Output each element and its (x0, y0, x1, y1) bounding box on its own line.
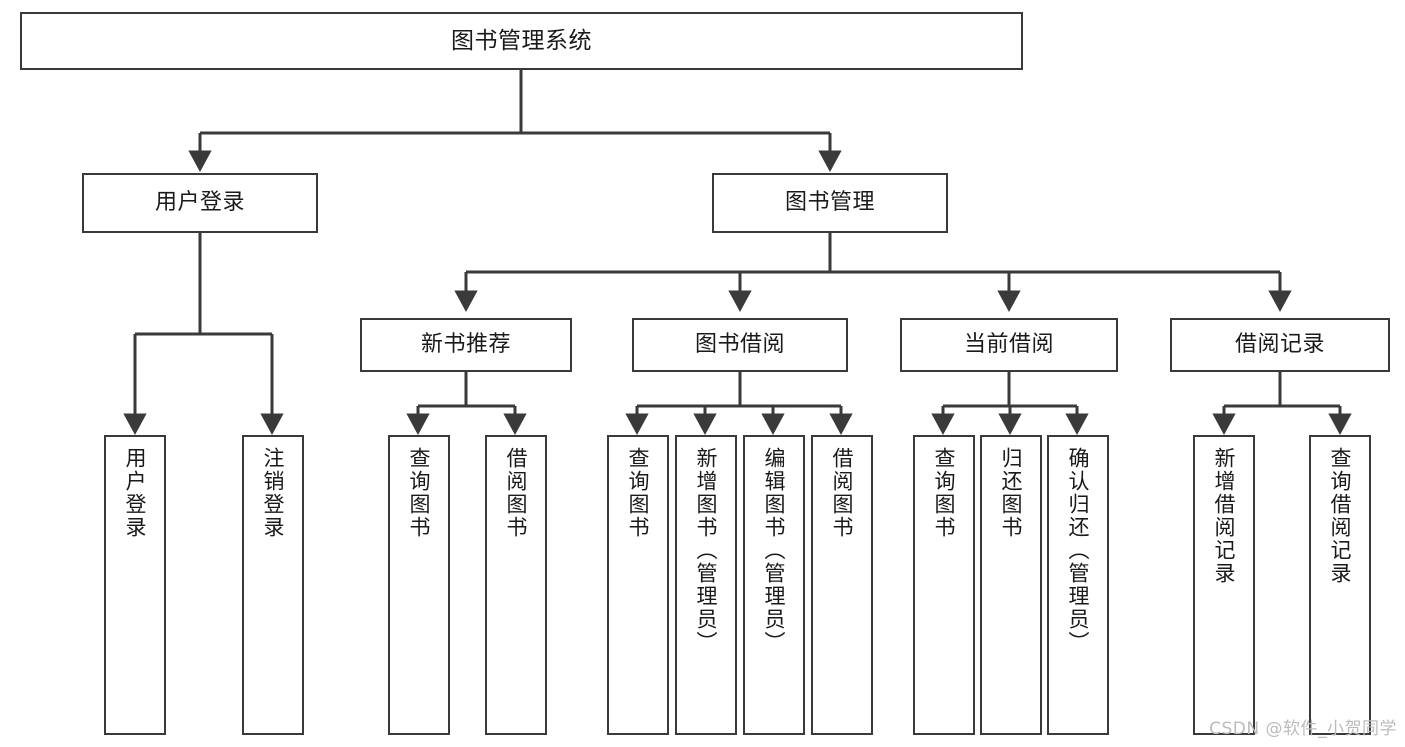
node-label: 用户登录 (154, 190, 245, 216)
node-label: 新增图书（管理员） (694, 447, 719, 654)
node-new-book-recommend[interactable]: 新书推荐 (360, 318, 572, 372)
node-label: 确认归还（管理员） (1066, 447, 1091, 654)
node-label: 借阅图书 (830, 447, 855, 539)
leaf-current-borrow-query[interactable]: 查询图书 (913, 435, 975, 735)
node-label: 用户登录 (123, 447, 148, 539)
leaf-borrow-record-add[interactable]: 新增借阅记录 (1193, 435, 1255, 735)
leaf-book-borrow-borrow[interactable]: 借阅图书 (811, 435, 873, 735)
node-root-system[interactable]: 图书管理系统 (20, 12, 1023, 70)
leaf-book-borrow-edit[interactable]: 编辑图书（管理员） (743, 435, 805, 735)
leaf-book-borrow-query[interactable]: 查询图书 (607, 435, 669, 735)
node-label: 借阅记录 (1234, 332, 1325, 358)
node-label: 查询图书 (407, 447, 432, 539)
leaf-current-borrow-return[interactable]: 归还图书 (980, 435, 1042, 735)
leaf-user-login-logout[interactable]: 注销登录 (242, 435, 304, 735)
node-label: 查询借阅记录 (1328, 447, 1353, 585)
node-label: 当前借阅 (963, 332, 1054, 358)
node-label: 编辑图书（管理员） (762, 447, 787, 654)
leaf-new-book-borrow[interactable]: 借阅图书 (485, 435, 547, 735)
leaf-current-borrow-confirm-return[interactable]: 确认归还（管理员） (1047, 435, 1109, 735)
node-label: 查询图书 (626, 447, 651, 539)
node-user-login[interactable]: 用户登录 (82, 173, 318, 233)
node-label: 新书推荐 (420, 332, 511, 358)
leaf-book-borrow-add[interactable]: 新增图书（管理员） (675, 435, 737, 735)
node-label: 查询图书 (932, 447, 957, 539)
watermark-text: CSDN @软件_小贺同学 (1209, 719, 1397, 739)
leaf-user-login-login[interactable]: 用户登录 (104, 435, 166, 735)
node-label: 图书借阅 (694, 332, 785, 358)
leaf-new-book-query[interactable]: 查询图书 (388, 435, 450, 735)
node-label: 新增借阅记录 (1212, 447, 1237, 585)
node-label: 图书管理系统 (451, 27, 592, 54)
node-current-borrow[interactable]: 当前借阅 (900, 318, 1118, 372)
node-label: 借阅图书 (504, 447, 529, 539)
leaf-borrow-record-query[interactable]: 查询借阅记录 (1309, 435, 1371, 735)
node-label: 归还图书 (999, 447, 1024, 539)
node-borrow-record[interactable]: 借阅记录 (1170, 318, 1390, 372)
node-book-borrow[interactable]: 图书借阅 (632, 318, 848, 372)
node-label: 图书管理 (784, 190, 875, 216)
node-label: 注销登录 (261, 447, 286, 539)
node-book-management[interactable]: 图书管理 (712, 173, 948, 233)
